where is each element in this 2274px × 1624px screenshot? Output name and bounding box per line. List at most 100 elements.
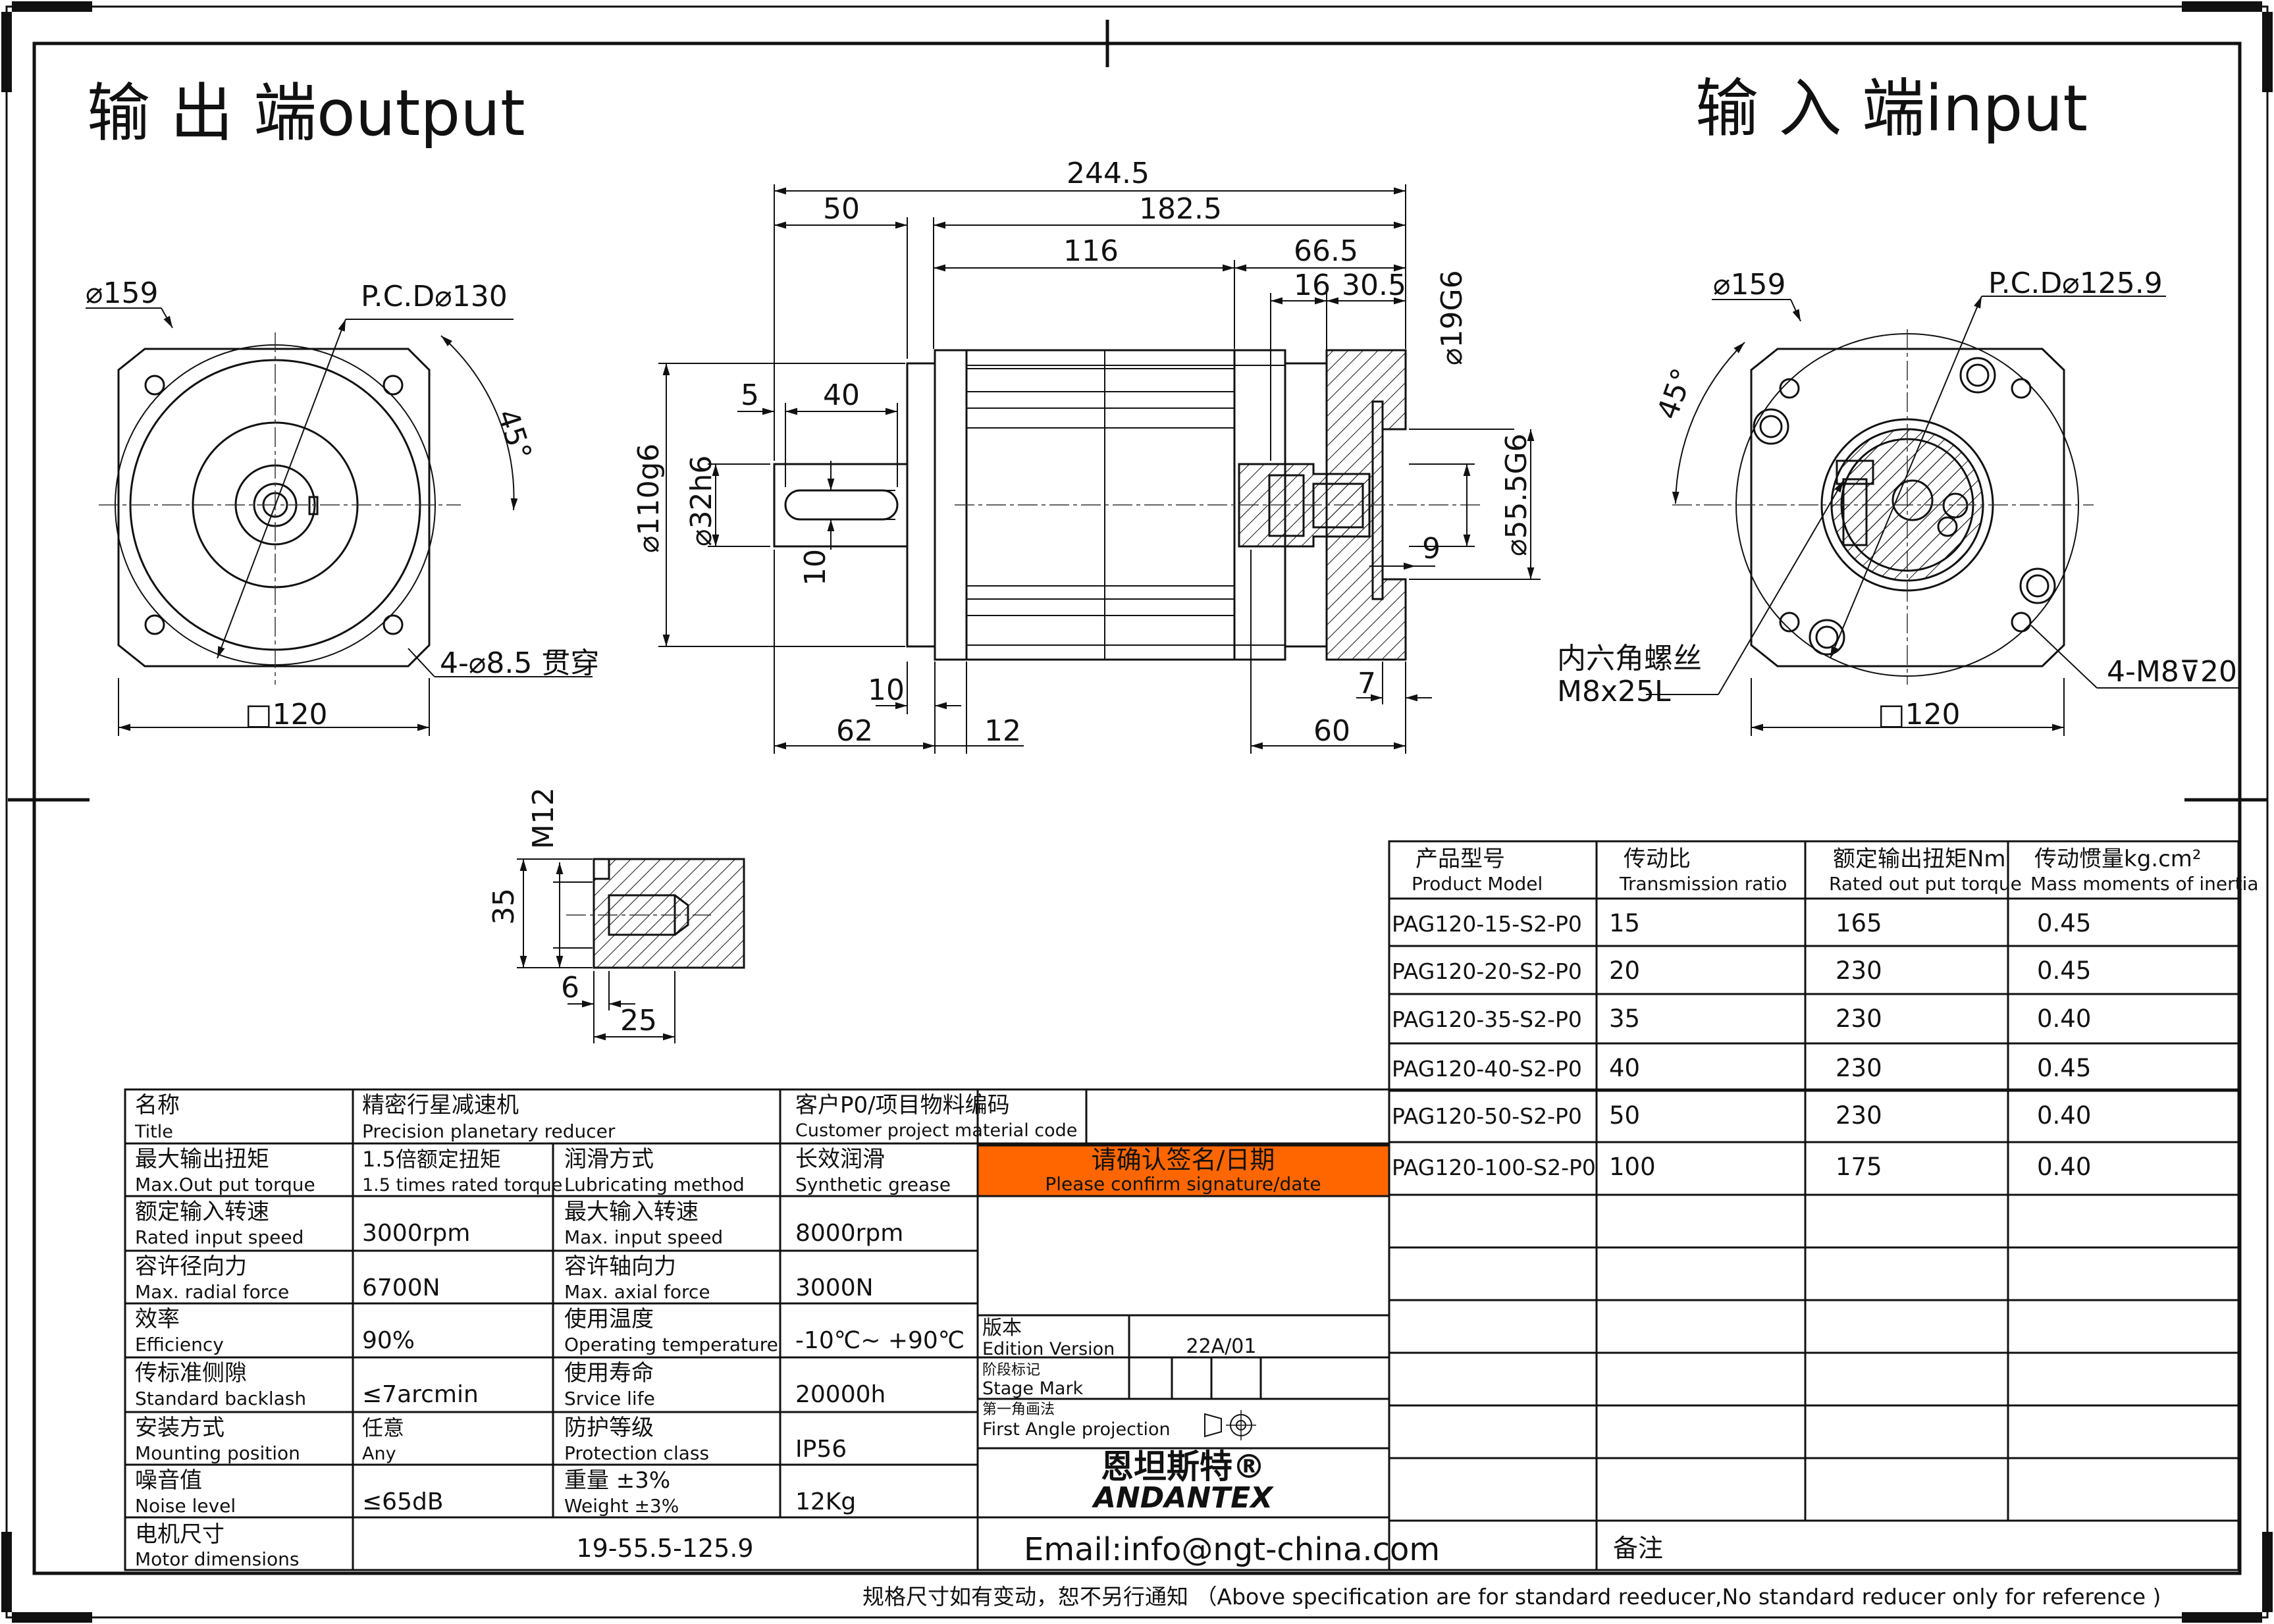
front-angle-label: 45° — [490, 406, 539, 465]
spec-label-en: Max. axial force — [564, 1281, 710, 1303]
contact-email: Email:info@ngt-china.com — [1024, 1531, 1440, 1568]
model-header-cn: 额定输出扭矩Nm — [1833, 846, 2006, 872]
model-cell-inertia: 0.40 — [2037, 1153, 2091, 1181]
spec-value: 3000rpm — [362, 1220, 470, 1247]
spec-value: 20000h — [795, 1381, 886, 1408]
model-cell-model: PAG120-100-S2-P0 — [1392, 1155, 1596, 1180]
spec-value-en: 1.5 times rated torque — [362, 1175, 562, 1195]
stage-label-cn: 阶段标记 — [982, 1362, 1040, 1378]
spec-label-cn: 防护等级 — [564, 1415, 654, 1441]
thread-dim-25: 25 — [620, 1004, 657, 1037]
spec-value: 8000rpm — [795, 1220, 903, 1247]
spec-label-cn: 传标准侧隙 — [135, 1360, 247, 1386]
projection-label-cn: 第一角画法 — [982, 1401, 1055, 1418]
title-label-en: Title — [134, 1122, 173, 1142]
confirm-signature-cell — [976, 1144, 1390, 1197]
spec-table — [124, 1088, 2240, 1571]
spec-label-en: Standard backlash — [135, 1388, 306, 1409]
product-name-en: Precision planetary reducer — [362, 1120, 616, 1142]
first-angle-projection-icon — [1204, 1410, 1256, 1440]
input-square-label: □120 — [1878, 698, 1961, 731]
spec-label-en: Max. radial force — [135, 1281, 289, 1303]
screw-label-cn: 内六角螺丝 — [1557, 642, 1702, 675]
dim-7: 7 — [1358, 667, 1376, 700]
remark-label: 备注 — [1613, 1534, 1663, 1563]
spec-value: 3000N — [795, 1274, 874, 1301]
spec-label-cn: 容许轴向力 — [564, 1253, 676, 1280]
model-cell-model: PAG120-35-S2-P0 — [1392, 1007, 1582, 1032]
stage-label-en: Stage Mark — [982, 1378, 1084, 1399]
dim-dia-32: ⌀32h6 — [685, 456, 718, 546]
logo-english: ANDANTEX — [1092, 1481, 1274, 1515]
spec-label-cn: 噪音值 — [135, 1467, 202, 1494]
front-square-label: □120 — [245, 698, 328, 731]
model-cell-ratio: 100 — [1609, 1153, 1656, 1181]
spec-label-cn: 效率 — [135, 1306, 180, 1332]
model-cell-model: PAG120-40-S2-P0 — [1392, 1056, 1582, 1082]
model-cell-ratio: 50 — [1609, 1101, 1640, 1130]
spec-label-en: Mounting position — [135, 1442, 300, 1464]
model-cell-ratio: 15 — [1609, 909, 1640, 937]
product-name-cn: 精密行星减速机 — [362, 1092, 519, 1118]
model-header-en: Product Model — [1412, 873, 1543, 895]
edition-label-en: Edition Version — [982, 1339, 1115, 1359]
spec-value: 90% — [362, 1327, 415, 1354]
model-cell-inertia: 0.45 — [2037, 909, 2091, 937]
spec-label-en: Max. input speed — [564, 1226, 723, 1248]
dim-62: 62 — [836, 714, 873, 748]
dim-66-5: 66.5 — [1294, 234, 1358, 268]
model-header-cn: 产品型号 — [1415, 846, 1505, 872]
dim-body-length: 182.5 — [1139, 192, 1222, 226]
input-pcd-label: P.C.D⌀125.9 — [1988, 267, 2163, 300]
spec-label-en: Srvice life — [564, 1388, 655, 1409]
dim-12: 12 — [984, 714, 1021, 748]
model-cell-inertia: 0.45 — [2037, 956, 2091, 985]
screw-label-en: M8x25L — [1557, 675, 1671, 708]
dim-10: 10 — [868, 673, 905, 707]
dim-shaft-length: 50 — [823, 192, 860, 226]
spec-label-en: Max.Out put torque — [135, 1174, 315, 1195]
spec-label-cn: 最大输出扭矩 — [135, 1146, 269, 1172]
spec-label-en: Noise level — [135, 1495, 236, 1517]
spec-label-cn: 重量 ±3% — [564, 1467, 670, 1494]
input-end-title: 输 入 端input — [1695, 72, 2088, 145]
model-cell-inertia: 0.45 — [2037, 1054, 2091, 1082]
model-cell-model: PAG120-15-S2-P0 — [1392, 911, 1582, 937]
dim-dia-110: ⌀110g6 — [632, 444, 666, 553]
confirm-label-cn: 请确认签名/日期 — [1092, 1145, 1275, 1174]
confirm-label-en: Please confirm signature/date — [1045, 1173, 1321, 1195]
input-dia-label: ⌀159 — [1713, 268, 1785, 301]
output-end-title: 输 出 端output — [87, 76, 525, 150]
model-cell-ratio: 20 — [1609, 956, 1640, 985]
thread-dim-35: 35 — [487, 888, 521, 925]
spec-label-en: Protection class — [564, 1442, 709, 1464]
front-dia-label: ⌀159 — [86, 276, 158, 310]
spec-value: -10℃~ +90℃ — [795, 1327, 965, 1354]
spec-label-cn: 润滑方式 — [564, 1146, 654, 1172]
front-pcd-label: P.C.D⌀130 — [361, 280, 508, 313]
model-header-cn: 传动比 — [1624, 846, 1691, 872]
input-front-view: ⌀159 P.C.D⌀125.9 45° 内六角螺丝 M8x25L 4-M8⊽2… — [1557, 267, 2238, 736]
model-cell-torque: 165 — [1836, 909, 1882, 937]
dim-key-offset: 5 — [741, 379, 759, 412]
spec-value-en: Synthetic grease — [795, 1174, 951, 1195]
model-cell-torque: 230 — [1836, 956, 1882, 985]
footer-disclaimer: 规格尺寸如有变动，恕不另行通知 （Above specification are… — [862, 1584, 2161, 1610]
model-table — [1388, 840, 2240, 1522]
dim-9: 9 — [1422, 532, 1441, 565]
motor-label-en: Motor dimensions — [135, 1548, 299, 1570]
dim-key-length: 40 — [823, 379, 860, 412]
model-cell-inertia: 0.40 — [2037, 1101, 2091, 1130]
dim-16: 16 — [1294, 269, 1331, 302]
customer-code-en: Customer project material code — [795, 1120, 1077, 1141]
input-angle-label: 45° — [1651, 364, 1700, 424]
spec-value: ≤7arcmin — [362, 1381, 479, 1408]
model-header-en: Mass moments of inertia — [2030, 873, 2259, 895]
logo-chinese: 恩坦斯特® — [1101, 1448, 1265, 1486]
spec-label-cn: 安装方式 — [135, 1415, 225, 1441]
spec-label-en: Rated input speed — [135, 1226, 304, 1248]
edition-label-cn: 版本 — [982, 1317, 1022, 1340]
model-header-en: Transmission ratio — [1619, 873, 1787, 895]
